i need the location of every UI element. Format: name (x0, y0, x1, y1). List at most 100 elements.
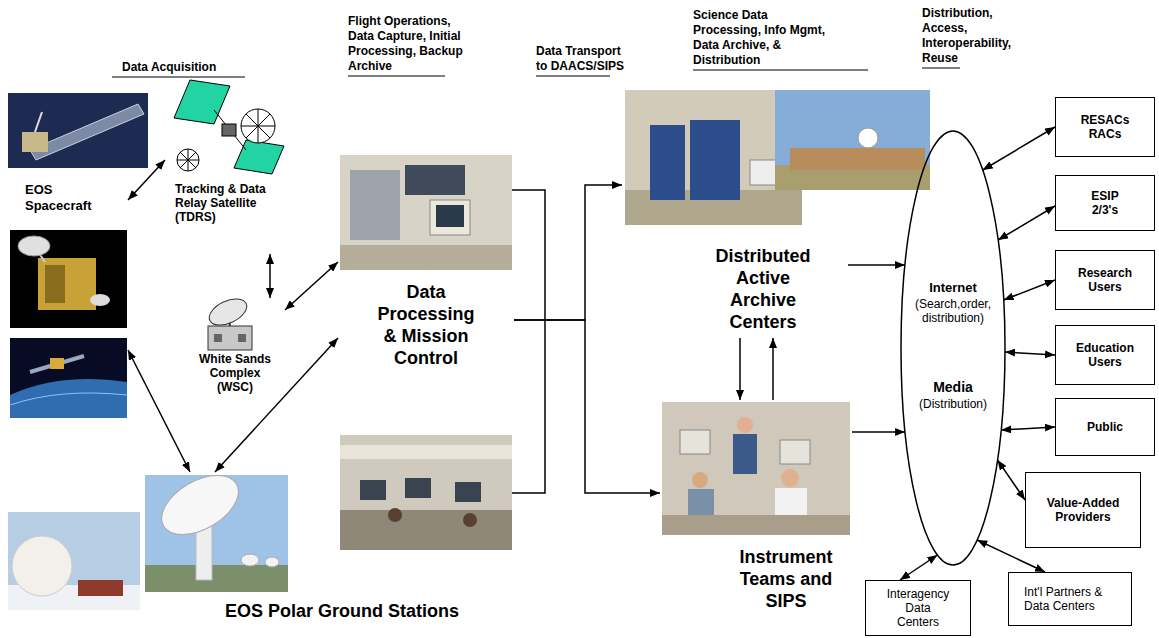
node-label: Data Processing & Mission Control (376, 281, 476, 369)
node-label: Instrument Teams and SIPS (730, 546, 842, 612)
satellite-body (38, 258, 96, 310)
archive-building-photo (775, 90, 930, 190)
user-box: ESIP 2/3's (1055, 175, 1155, 231)
node-label: Research Users (1072, 266, 1138, 294)
photo-ground (10, 230, 127, 328)
user-box: Research Users (1055, 250, 1155, 310)
person-head (737, 417, 753, 433)
section-heading: Distribution, Access, Interoperability, … (922, 6, 1018, 66)
section-heading-box: Science Data Processing, Info Mgmt, Data… (693, 8, 833, 68)
person-head (781, 469, 799, 487)
connector-arrow (739, 338, 741, 400)
satellite-body (222, 124, 236, 136)
desk (662, 515, 850, 535)
connector-arrow (848, 264, 905, 266)
connector-arrow (772, 338, 774, 400)
ellipse-outline (901, 131, 1005, 565)
antenna (35, 112, 42, 132)
building (208, 326, 252, 350)
antenna-dish (241, 109, 275, 143)
partner-box: Int'l Partners & Data Centers (1008, 572, 1132, 626)
header-rule (348, 75, 445, 76)
spacecraft-photo (8, 93, 148, 168)
screen (436, 205, 464, 227)
section-heading-box: Distribution, Access, Interoperability, … (922, 6, 1018, 66)
sky (8, 512, 140, 610)
header-rule (112, 76, 245, 77)
archive-center: Distributed Active Archive Centers (622, 88, 848, 338)
antenna-dish (18, 236, 50, 256)
sky (775, 90, 930, 190)
earth-limb (10, 379, 127, 418)
user-box: Value-Added Providers (1025, 472, 1141, 548)
connector-arrow (900, 555, 937, 580)
person (388, 508, 402, 522)
node-label: RESACs RACs (1075, 113, 1135, 141)
ceiling-lights (340, 445, 512, 459)
person-head (692, 472, 708, 488)
section-heading-box: Data Acquisition (122, 60, 282, 75)
node-label: Public (1087, 420, 1123, 434)
connector-arrow (514, 185, 622, 320)
control-center: Data Processing & Mission Control (338, 153, 514, 553)
node-label: EOS Polar Ground Stations (225, 600, 483, 622)
antenna-dish (858, 128, 878, 148)
connector-arrow (1005, 352, 1055, 355)
radome-photo (8, 512, 140, 610)
science-team-photo (662, 402, 850, 535)
building (790, 148, 925, 170)
room (340, 435, 512, 550)
small-dish (241, 554, 259, 566)
monitor (405, 478, 431, 498)
connector-arrow (128, 160, 165, 200)
window (238, 334, 246, 342)
node-label: EOS Spacecraft (25, 182, 109, 214)
node-label: (Distribution) (905, 397, 1001, 411)
monitor (430, 200, 470, 235)
ellipse-outline (900, 130, 1006, 566)
cabinet (650, 125, 685, 200)
connector-arrow (852, 431, 905, 433)
spacecraft-photo (10, 230, 127, 328)
window (405, 165, 465, 195)
satellite-body (50, 358, 64, 369)
person-body (733, 434, 757, 474)
tdrs-icon (174, 80, 284, 174)
section-heading-box: Flight Operations, Data Capture, Initial… (348, 14, 463, 74)
node-label: Media (905, 379, 1001, 396)
connector-arrow (998, 206, 1055, 240)
science-team: Instrument Teams and SIPS (660, 400, 852, 622)
antenna-dish (90, 294, 110, 306)
node-label: ESIP 2/3's (1083, 189, 1128, 217)
control-room-photo (340, 155, 512, 270)
desk (340, 510, 512, 550)
wsc-icon (205, 294, 252, 350)
solar-wing (174, 80, 230, 124)
node-label: Internet (905, 280, 1001, 296)
satellite-body (22, 132, 48, 152)
connector-arrow (998, 460, 1025, 500)
user-box: RESACs RACs (1055, 97, 1155, 157)
node-label: Education Users (1069, 341, 1141, 369)
header-rule (693, 69, 868, 70)
connector-arrow (983, 127, 1055, 170)
ground-stations: EOS Polar Ground Stations (8, 472, 486, 625)
solar-panel (30, 356, 84, 372)
node-label: Interagency Data Centers (885, 587, 951, 629)
section-heading: Data Transport to DAACS/SIPS (536, 44, 634, 74)
window (214, 334, 222, 342)
connector-arrow (1001, 427, 1055, 430)
connector-arrow (1004, 280, 1055, 300)
room (662, 402, 850, 535)
section-heading-box: Data Transport to DAACS/SIPS (536, 44, 634, 74)
photo-ground (8, 93, 148, 168)
monitor (680, 430, 710, 454)
photo-ground (10, 338, 127, 418)
connector-arrow (269, 254, 271, 298)
antenna-dish (177, 149, 199, 171)
monitor (455, 482, 481, 502)
